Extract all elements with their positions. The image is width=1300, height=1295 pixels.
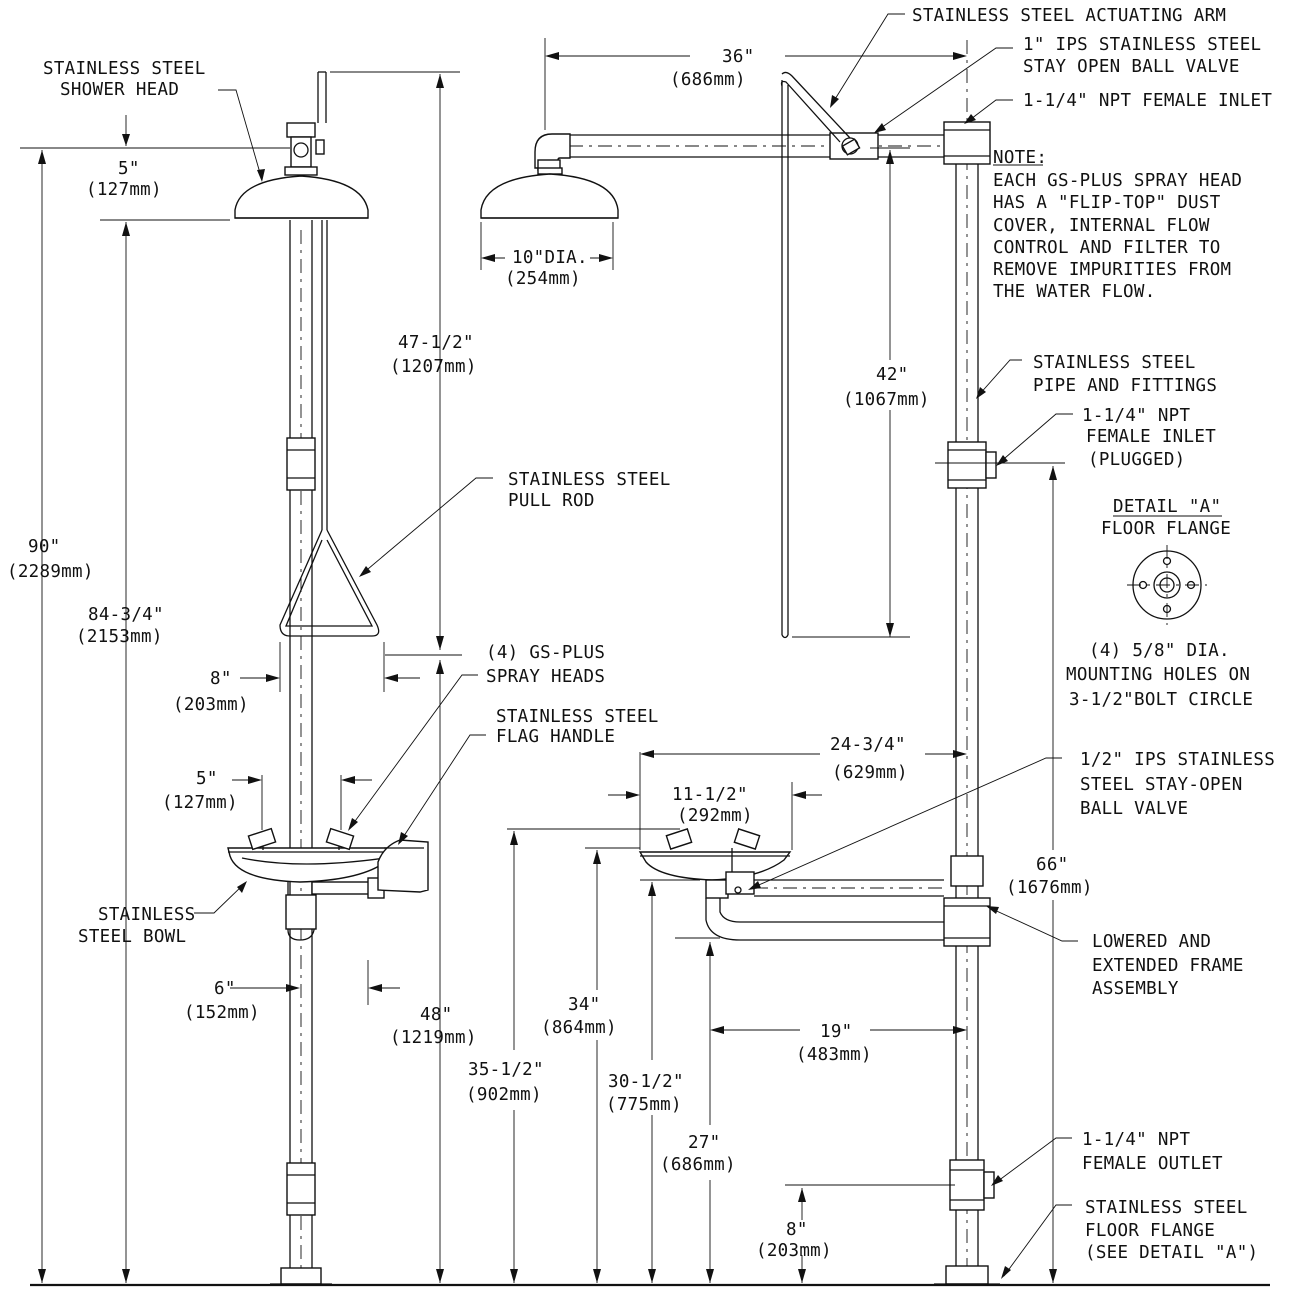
frame-label-3: ASSEMBLY bbox=[1092, 979, 1179, 999]
annotation-text: STAINLESS STEEL SHOWER HEAD 5" (127mm) 9… bbox=[7, 6, 1275, 1263]
bowl-label-1: STAINLESS bbox=[98, 905, 196, 925]
note-title: NOTE: bbox=[993, 148, 1047, 168]
outlet-label-1: 1-1/4" NPT bbox=[1082, 1130, 1191, 1150]
valve-half-label-3: BALL VALVE bbox=[1080, 799, 1188, 819]
dim-bowl-offset-mm: (152mm) bbox=[184, 1003, 260, 1023]
dim-head-drop-in: 5" bbox=[118, 159, 140, 179]
dim-overall-height-in: 90" bbox=[28, 537, 61, 557]
frame-label-1: LOWERED AND bbox=[1092, 932, 1211, 952]
valve-half-label-1: 1/2" IPS STAINLESS bbox=[1080, 750, 1275, 770]
mounting-holes-line-1: (4) 5/8" DIA. bbox=[1089, 641, 1230, 661]
shower-arm-side bbox=[534, 71, 944, 639]
dim-head-dia-in: 10"DIA. bbox=[512, 248, 588, 268]
dim-arm-reach-mm: (686mm) bbox=[670, 70, 746, 90]
eyewash-side bbox=[638, 828, 944, 941]
dim-head-drop-mm: (127mm) bbox=[86, 180, 162, 200]
leader-lines bbox=[194, 13, 1078, 1279]
dim-overall-height-mm: (2289mm) bbox=[7, 562, 94, 582]
frame-label-2: EXTENDED FRAME bbox=[1092, 956, 1244, 976]
front-dimension-lines bbox=[20, 71, 462, 1283]
inlet-plugged-label-3: (PLUGGED) bbox=[1088, 450, 1186, 470]
dim-arm-reach-in: 36" bbox=[722, 47, 755, 67]
dim-frame-height-in: 27" bbox=[688, 1133, 721, 1153]
detail-title: DETAIL "A" bbox=[1113, 497, 1221, 517]
eyewash-bowl-front bbox=[227, 827, 429, 941]
shower-head-side bbox=[480, 167, 619, 219]
dim-inlet-height-in: 66" bbox=[1036, 855, 1069, 875]
dim-bowl-rim-in: 35-1/2" bbox=[468, 1060, 544, 1080]
dim-bowl-bottom-in: 30-1/2" bbox=[608, 1072, 684, 1092]
dim-rod-offset-mm: (203mm) bbox=[173, 695, 249, 715]
dim-rod-offset-in: 8" bbox=[210, 669, 232, 689]
dim-frame-extension-in: 19" bbox=[820, 1022, 853, 1042]
side-view bbox=[194, 13, 1222, 1285]
bowl-label-2: STEEL BOWL bbox=[78, 927, 186, 947]
dim-bowl-reach-in: 24-3/4" bbox=[830, 735, 906, 755]
dim-outlet-height-in: 8" bbox=[786, 1220, 808, 1240]
dim-spray-spacing-in: 5" bbox=[196, 769, 218, 789]
dim-bowl-bottom-mm: (775mm) bbox=[606, 1095, 682, 1115]
dim-outlet-height-mm: (203mm) bbox=[756, 1241, 832, 1261]
detail-subtitle: FLOOR FLANGE bbox=[1101, 519, 1231, 539]
shower-head-label-1: STAINLESS STEEL bbox=[43, 59, 206, 79]
dim-head-height-in: 84-3/4" bbox=[88, 605, 164, 625]
dim-bowl-width-mm: (292mm) bbox=[677, 806, 753, 826]
dim-bowl-offset-in: 6" bbox=[214, 979, 236, 999]
mounting-holes-line-3: 3-1/2"BOLT CIRCLE bbox=[1069, 690, 1253, 710]
pull-rod-label-1: STAINLESS STEEL bbox=[508, 470, 671, 490]
dim-inlet-height-mm: (1676mm) bbox=[1006, 878, 1093, 898]
note-line-2: HAS A "FLIP-TOP" DUST bbox=[993, 193, 1221, 213]
pull-rod-label-2: PULL ROD bbox=[508, 491, 595, 511]
dim-spray-height-mm: (864mm) bbox=[541, 1018, 617, 1038]
valve-1in-label-1: 1" IPS STAINLESS STEEL bbox=[1023, 35, 1261, 55]
dim-rod-drop-mm: (1067mm) bbox=[843, 390, 930, 410]
pipe-fittings-label-2: PIPE AND FITTINGS bbox=[1033, 376, 1217, 396]
floor-flange-label-2: FLOOR FLANGE bbox=[1085, 1221, 1215, 1241]
dim-rod-to-top-in: 47-1/2" bbox=[398, 333, 474, 353]
dim-spray-spacing-mm: (127mm) bbox=[162, 793, 238, 813]
note-line-4: CONTROL AND FILTER TO bbox=[993, 238, 1221, 258]
valve-half-label-2: STEEL STAY-OPEN bbox=[1080, 775, 1243, 795]
dim-spray-height-in: 34" bbox=[568, 995, 601, 1015]
inlet-plugged-label-1: 1-1/4" NPT bbox=[1082, 406, 1191, 426]
note-line-3: COVER, INTERNAL FLOW bbox=[993, 216, 1210, 236]
note-line-6: THE WATER FLOW. bbox=[993, 282, 1156, 302]
detail-a-floor-flange bbox=[1127, 545, 1207, 625]
floor-flange-label-3: (SEE DETAIL "A") bbox=[1085, 1243, 1258, 1263]
shower-head-label-2: SHOWER HEAD bbox=[60, 80, 179, 100]
floor-flange-label-1: STAINLESS STEEL bbox=[1085, 1198, 1248, 1218]
dim-frame-height-mm: (686mm) bbox=[660, 1155, 736, 1175]
dim-frame-extension-mm: (483mm) bbox=[796, 1045, 872, 1065]
inlet-plugged-label-2: FEMALE INLET bbox=[1086, 427, 1216, 447]
dim-head-height-mm: (2153mm) bbox=[76, 627, 163, 647]
note-line-1: EACH GS-PLUS SPRAY HEAD bbox=[993, 171, 1242, 191]
spray-heads-label-2: SPRAY HEADS bbox=[486, 667, 605, 687]
pipe-fittings-label-1: STAINLESS STEEL bbox=[1033, 353, 1196, 373]
dim-head-dia-mm: (254mm) bbox=[505, 269, 581, 289]
actuating-arm-label: STAINLESS STEEL ACTUATING ARM bbox=[912, 6, 1226, 26]
dim-bowl-reach-mm: (629mm) bbox=[832, 763, 908, 783]
valve-1in-label-2: STAY OPEN BALL VALVE bbox=[1023, 57, 1240, 77]
side-dimension-lines bbox=[480, 38, 1065, 1283]
spray-heads-label-1: (4) GS-PLUS bbox=[486, 643, 605, 663]
dim-handle-height-mm: (1219mm) bbox=[390, 1028, 477, 1048]
main-pipe-side bbox=[934, 40, 1000, 1285]
pull-rod-front bbox=[279, 71, 380, 637]
shower-head-front bbox=[234, 122, 369, 219]
dim-bowl-rim-mm: (902mm) bbox=[466, 1085, 542, 1105]
mounting-holes-line-2: MOUNTING HOLES ON bbox=[1066, 665, 1250, 685]
outlet-label-2: FEMALE OUTLET bbox=[1082, 1154, 1223, 1174]
inlet-top-label: 1-1/4" NPT FEMALE INLET bbox=[1023, 91, 1272, 111]
dim-rod-to-top-mm: (1207mm) bbox=[390, 357, 477, 377]
flag-handle-label-2: FLAG HANDLE bbox=[496, 727, 615, 747]
main-pipe-front bbox=[270, 220, 332, 1285]
flag-handle-label-1: STAINLESS STEEL bbox=[496, 707, 659, 727]
front-view bbox=[20, 71, 1270, 1287]
dim-handle-height-in: 48" bbox=[420, 1005, 453, 1025]
note-line-5: REMOVE IMPURITIES FROM bbox=[993, 260, 1231, 280]
dim-rod-drop-in: 42" bbox=[876, 365, 909, 385]
dim-bowl-width-in: 11-1/2" bbox=[672, 785, 748, 805]
